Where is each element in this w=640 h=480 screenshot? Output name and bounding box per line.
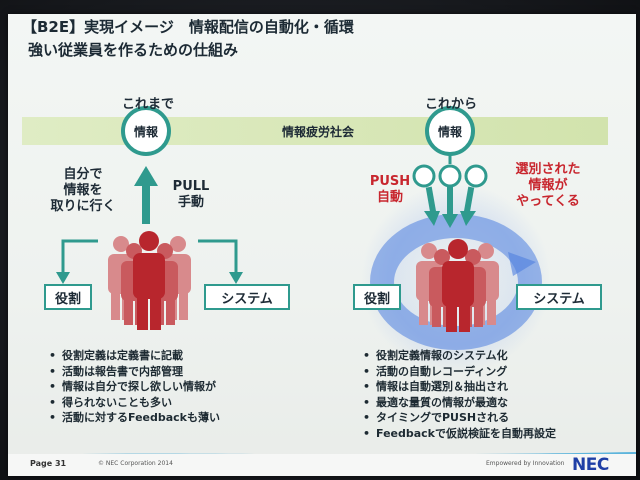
left-side-text-line: 自分で — [63, 167, 103, 182]
bullet-item: Feedbackで仮説検証を自動再設定 — [360, 426, 556, 442]
left-role-box: 役割 — [44, 284, 92, 310]
left-side-text: 自分で 情報を 取りに行く — [38, 167, 128, 215]
bullet-item: 役割定義は定義書に記載 — [46, 348, 220, 364]
left-heading: これまで — [121, 97, 174, 112]
left-side-text-line: 情報を — [63, 183, 103, 198]
left-system-box: システム — [204, 284, 290, 310]
pull-label-line: PULL — [172, 179, 210, 194]
diagram-graphics — [22, 106, 608, 374]
cycle-arrow-head — [508, 252, 536, 276]
left-side-text-line: 取りに行く — [50, 199, 116, 214]
slide-title: 【B2E】実現イメージ 情報配信の自動化・循環 — [22, 18, 354, 36]
slide-footer: Page 31 © NEC Corporation 2014 Empowered… — [8, 454, 636, 476]
cycle-ring — [370, 214, 542, 350]
sub-info-circle-2 — [438, 164, 462, 188]
copyright: © NEC Corporation 2014 — [98, 460, 173, 467]
bullet-continuation: 最適な量質の情報が最適な — [360, 395, 556, 411]
pull-arrow-shaft — [142, 184, 150, 224]
bullet-item: 活動の自動レコーディング — [360, 364, 556, 380]
left-system-arrowhead — [229, 272, 243, 284]
selected-info-line: 選別された — [515, 162, 581, 177]
sub-info-circle-3 — [464, 164, 488, 188]
bullet-item: 役割定義情報のシステム化 — [360, 348, 556, 364]
left-role-arrowhead — [56, 272, 70, 284]
sub-info-circle-1 — [412, 164, 436, 188]
slide-subtitle: 強い従業員を作るための仕組み — [28, 41, 239, 59]
bullet-item: 活動に対するFeedbackも薄い — [46, 410, 220, 426]
left-info-circle — [121, 106, 171, 156]
nec-logo: NEC — [572, 455, 609, 475]
left-bullet-list: 役割定義は定義書に記載 活動は報告書で内部管理 情報は自分で探し欲しい情報が 得… — [46, 348, 220, 426]
pull-label-line: 手動 — [177, 195, 204, 210]
push-label-line: PUSH — [369, 174, 411, 189]
bullet-item: 情報は自分で探し欲しい情報が — [46, 379, 220, 395]
pull-arrow-head — [134, 166, 158, 186]
page-number: Page 31 — [30, 459, 67, 468]
presentation-slide: 【B2E】実現イメージ 情報配信の自動化・循環 強い従業員を作るための仕組み — [8, 14, 636, 476]
right-people-icon — [416, 239, 499, 332]
info-fatigue-band — [22, 117, 608, 145]
right-circle-label: 情報 — [437, 125, 462, 139]
bullet-item: 活動は報告書で内部管理 — [46, 364, 220, 380]
bullet-continuation: タイミングでPUSHされる — [360, 410, 556, 426]
right-bullet-list: 役割定義情報のシステム化 活動の自動レコーディング 情報は自動選別＆抽出され 最… — [360, 348, 556, 441]
right-system-box: システム — [516, 284, 602, 310]
tagline: Empowered by Innovation — [486, 460, 565, 467]
left-role-connector — [61, 239, 98, 276]
push-down-arrows — [424, 186, 476, 228]
bullet-item: 情報は自動選別＆抽出され — [360, 379, 556, 395]
selected-info-line: やってくる — [516, 194, 580, 209]
left-people-icon — [108, 231, 191, 330]
right-heading: これから — [424, 97, 477, 112]
bullet-continuation: 得られないことも多い — [46, 395, 220, 411]
band-label: 情報疲労社会 — [281, 125, 354, 139]
selected-info-line: 情報が — [528, 178, 568, 193]
selected-info-label: 選別された 情報が やってくる — [498, 162, 598, 210]
right-role-box: 役割 — [353, 284, 401, 310]
pull-label: PULL 手動 — [166, 179, 216, 211]
push-label: PUSH 自動 — [360, 174, 420, 206]
push-label-line: 自動 — [376, 190, 403, 205]
left-system-connector — [198, 239, 238, 276]
left-circle-label: 情報 — [133, 125, 158, 139]
